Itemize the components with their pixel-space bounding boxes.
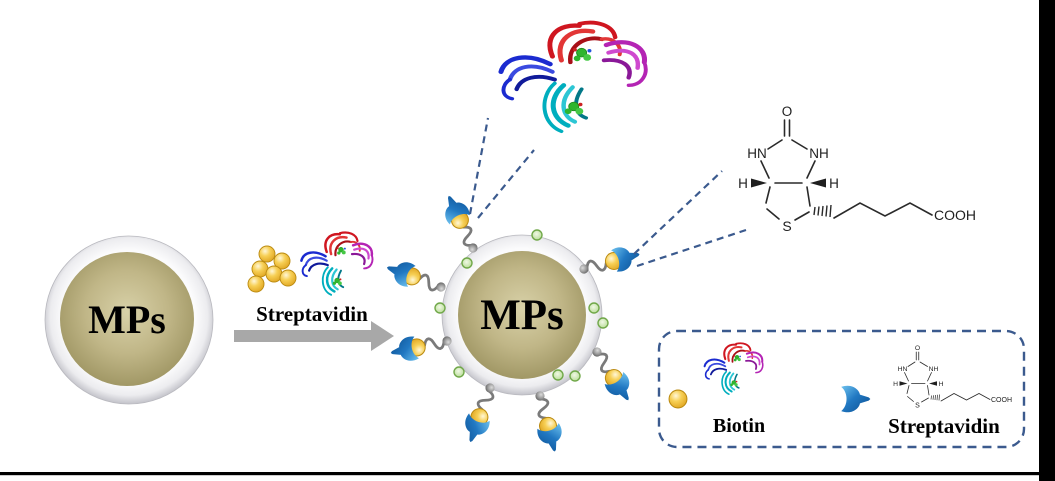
atom-label-COOH: COOH bbox=[934, 207, 976, 223]
legend-biotin-ball-icon bbox=[668, 389, 688, 409]
streptavidin-ribbon-icon-middle bbox=[300, 231, 374, 297]
green-dot-icon bbox=[588, 302, 600, 314]
atom-label-HN: HN bbox=[747, 146, 767, 161]
biotin-chemical-structure-main: O HN NH H H S COOH bbox=[738, 104, 976, 234]
mp-particle-left: MPs bbox=[44, 235, 214, 405]
atom-label-O: O bbox=[782, 104, 793, 119]
green-dot-icon bbox=[552, 369, 564, 381]
atom-label-S: S bbox=[915, 403, 920, 410]
reaction-arrow-icon bbox=[234, 321, 394, 351]
arrow-label: Streptavidin bbox=[256, 302, 368, 326]
legend-streptavidin-ribbon-icon bbox=[703, 342, 764, 396]
legend-biotin-label: Biotin bbox=[713, 415, 765, 437]
mp-label-left: MPs bbox=[88, 297, 166, 342]
green-dot-icon bbox=[461, 257, 473, 269]
linker-icon bbox=[527, 388, 566, 454]
atom-label-NH: NH bbox=[809, 146, 829, 161]
mp-core bbox=[60, 252, 194, 386]
green-dot-icon bbox=[569, 370, 581, 382]
atom-label-S: S bbox=[782, 218, 791, 234]
green-dot-icon bbox=[434, 302, 446, 314]
mp-particle-right: MPs bbox=[383, 191, 643, 455]
callout-dashed-line bbox=[468, 117, 490, 215]
atom-label-H-right: H bbox=[939, 381, 944, 388]
green-dot-icon bbox=[531, 229, 543, 241]
callout-lines bbox=[468, 117, 747, 268]
frame-bottom-line bbox=[0, 472, 1055, 476]
streptavidin-ribbon-icon-top bbox=[501, 23, 646, 132]
atom-label-COOH: COOH bbox=[991, 397, 1012, 404]
legend: Biotin O HN NH H H S COOH Streptavidin bbox=[657, 329, 1026, 449]
legend-streptavidin-crescent-icon bbox=[841, 385, 871, 413]
atom-label-H-left: H bbox=[738, 176, 748, 191]
linker-icon bbox=[584, 342, 638, 407]
callout-dashed-line bbox=[477, 149, 535, 219]
callout-dashed-line bbox=[633, 170, 723, 255]
atom-label-NH: NH bbox=[929, 366, 939, 373]
atom-label-H-right: H bbox=[829, 176, 839, 191]
legend-streptavidin-label: Streptavidin bbox=[888, 414, 1000, 438]
reaction-step: Streptavidin bbox=[234, 231, 394, 351]
atom-label-O: O bbox=[915, 345, 920, 352]
atom-label-HN: HN bbox=[898, 366, 908, 373]
biotin-cluster-icon bbox=[247, 245, 297, 293]
green-dot-icon bbox=[597, 317, 609, 329]
linker-icon bbox=[383, 256, 450, 300]
legend-box bbox=[657, 329, 1026, 449]
atom-label-H-left: H bbox=[893, 381, 898, 388]
biotin-chemical-structure-legend: O HN NH H H S COOH bbox=[893, 345, 1012, 410]
green-dot-icon bbox=[453, 366, 465, 378]
frame-right-bar bbox=[1039, 0, 1055, 481]
mp-core bbox=[458, 251, 586, 379]
mp-label-right: MPs bbox=[480, 292, 564, 339]
